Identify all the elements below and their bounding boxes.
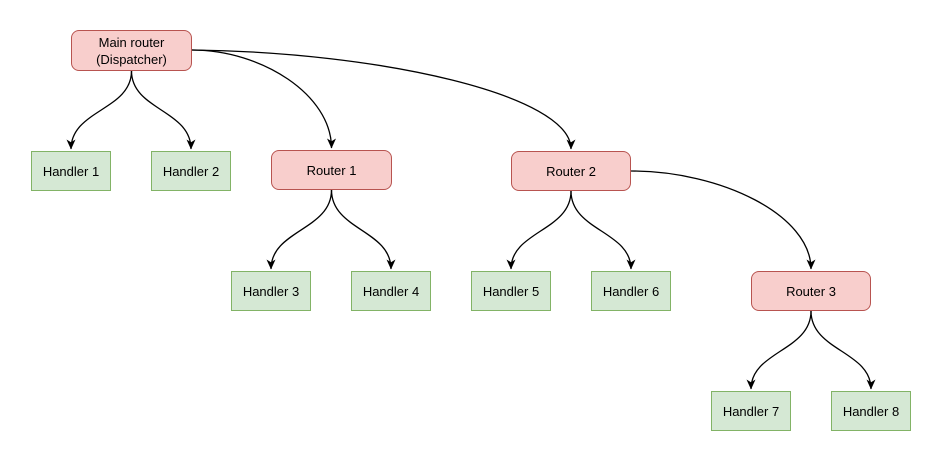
- node-handler-6-label: Handler 6: [602, 283, 660, 299]
- node-main-router: Main router (Dispatcher): [71, 30, 192, 71]
- node-handler-4-label: Handler 4: [362, 283, 420, 299]
- node-handler-1-label: Handler 1: [42, 163, 100, 179]
- node-handler-8: Handler 8: [831, 391, 911, 431]
- edge-router-1-to-handler-4: [330, 189, 396, 270]
- edge-router-3-to-handler-7: [746, 310, 812, 390]
- node-router-1: Router 1: [271, 150, 392, 190]
- node-main-router-label: Main router (Dispatcher): [96, 34, 167, 67]
- node-router-2: Router 2: [511, 151, 631, 191]
- node-handler-8-label: Handler 8: [842, 403, 900, 419]
- edge-router-2-to-handler-5: [506, 190, 572, 270]
- edge-router-1-to-handler-3: [266, 189, 333, 270]
- node-handler-6: Handler 6: [591, 271, 671, 311]
- node-router-3: Router 3: [751, 271, 871, 311]
- node-handler-3: Handler 3: [231, 271, 311, 311]
- edge-main-router-to-handler-1: [66, 70, 133, 150]
- edge-main-router-to-handler-2: [130, 70, 196, 150]
- edge-main-router-to-router-2: [191, 49, 576, 150]
- node-handler-7-label: Handler 7: [722, 403, 780, 419]
- edge-main-router-to-router-1: [191, 49, 336, 149]
- node-router-1-label: Router 1: [306, 162, 357, 178]
- node-handler-3-label: Handler 3: [242, 283, 300, 299]
- edge-router-3-to-handler-8: [810, 310, 876, 390]
- node-handler-5: Handler 5: [471, 271, 551, 311]
- node-router-3-label: Router 3: [786, 283, 836, 299]
- node-handler-4: Handler 4: [351, 271, 431, 311]
- node-handler-2: Handler 2: [151, 151, 231, 191]
- node-handler-5-label: Handler 5: [482, 283, 540, 299]
- edge-router-2-to-handler-6: [570, 190, 636, 270]
- node-handler-7: Handler 7: [711, 391, 791, 431]
- node-handler-1: Handler 1: [31, 151, 111, 191]
- edge-router-2-to-router-3: [630, 170, 816, 270]
- node-handler-2-label: Handler 2: [162, 163, 220, 179]
- node-router-2-label: Router 2: [546, 163, 596, 179]
